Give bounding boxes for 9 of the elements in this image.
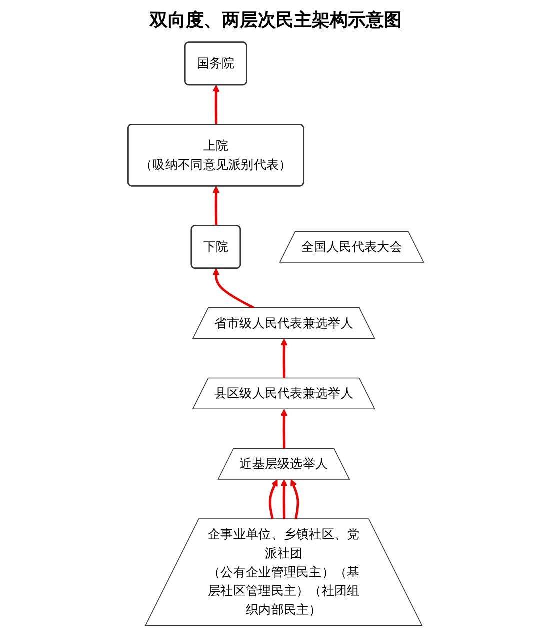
diagram-title: 双向度、两层次民主架构示意图 — [148, 9, 403, 32]
arrow — [280, 338, 288, 379]
arrow — [212, 85, 220, 125]
arrow — [280, 480, 288, 520]
arrow — [212, 186, 220, 226]
arrow — [290, 480, 300, 520]
arrow — [212, 268, 256, 310]
arrow — [280, 409, 288, 450]
arrow — [268, 480, 278, 520]
